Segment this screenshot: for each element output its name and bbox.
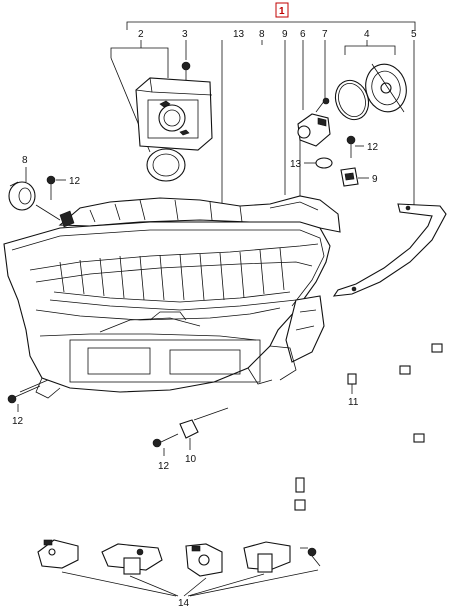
callout-10: 10: [185, 454, 197, 465]
callout-5: 5: [411, 29, 417, 40]
adjuster-part-10: [179, 407, 229, 450]
cap-part-13: [304, 157, 333, 169]
grommet-part-8: [8, 181, 36, 211]
bracket-1: 1: [126, 2, 416, 30]
callout-2: 2: [138, 29, 144, 40]
bracket-14-d: [243, 541, 291, 573]
callout-11: 11: [348, 397, 359, 408]
screw-part-12-right: [346, 135, 364, 158]
bracket-14-b: [101, 543, 163, 575]
headlight-housing: [3, 195, 341, 399]
brackets-part-14: [37, 539, 321, 597]
cover-cap-part-4: [365, 63, 407, 113]
callout-12-right: 12: [367, 142, 379, 153]
callout-1: 1: [279, 6, 285, 17]
light-bar-grid: [49, 247, 297, 311]
bracket-14-c: [185, 543, 223, 577]
connector-part-9: [340, 167, 369, 187]
screw-part-12-bottom: [152, 433, 179, 456]
screw-part-12-bottom-left: [7, 385, 41, 412]
bracket-14-a: [37, 539, 79, 569]
callout-9-top: 9: [282, 29, 288, 40]
screw-part-7: [315, 97, 330, 113]
callout-9-right: 9: [372, 174, 378, 185]
callout-12-left-top: 12: [69, 176, 81, 187]
callout-12-bottom: 12: [158, 461, 170, 472]
callout-3: 3: [182, 29, 188, 40]
callout-14: 14: [178, 598, 190, 609]
screw-14-e: [300, 547, 321, 567]
callout-12-bottom-left: 12: [12, 416, 24, 427]
trim-strip-part-5: [332, 203, 447, 297]
screw-part-3: [181, 61, 191, 80]
screw-part-12-left-top: [46, 175, 66, 200]
vent-hose-part-11: [294, 333, 443, 511]
actuator-part-6: [297, 113, 331, 147]
led-module-part-2: [135, 77, 213, 151]
callout-6: 6: [300, 29, 306, 40]
callout-7: 7: [322, 29, 328, 40]
callout-13-top: 13: [233, 29, 245, 40]
callout-13-right: 13: [290, 159, 302, 170]
seal-ring-part-2: [146, 148, 186, 182]
callout-8-top: 8: [259, 29, 265, 40]
callout-8-left: 8: [22, 155, 28, 166]
callout-4: 4: [364, 29, 370, 40]
